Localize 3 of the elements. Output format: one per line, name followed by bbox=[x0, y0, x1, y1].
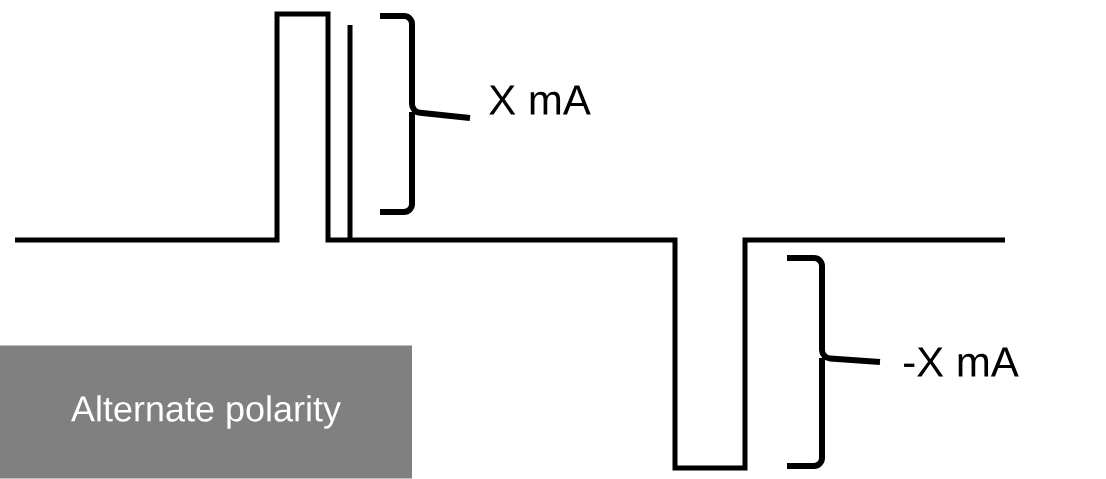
label-box: Alternate polarity bbox=[0, 345, 412, 479]
current-label: -X mA bbox=[904, 347, 1019, 377]
current-label: X mA bbox=[489, 85, 591, 115]
